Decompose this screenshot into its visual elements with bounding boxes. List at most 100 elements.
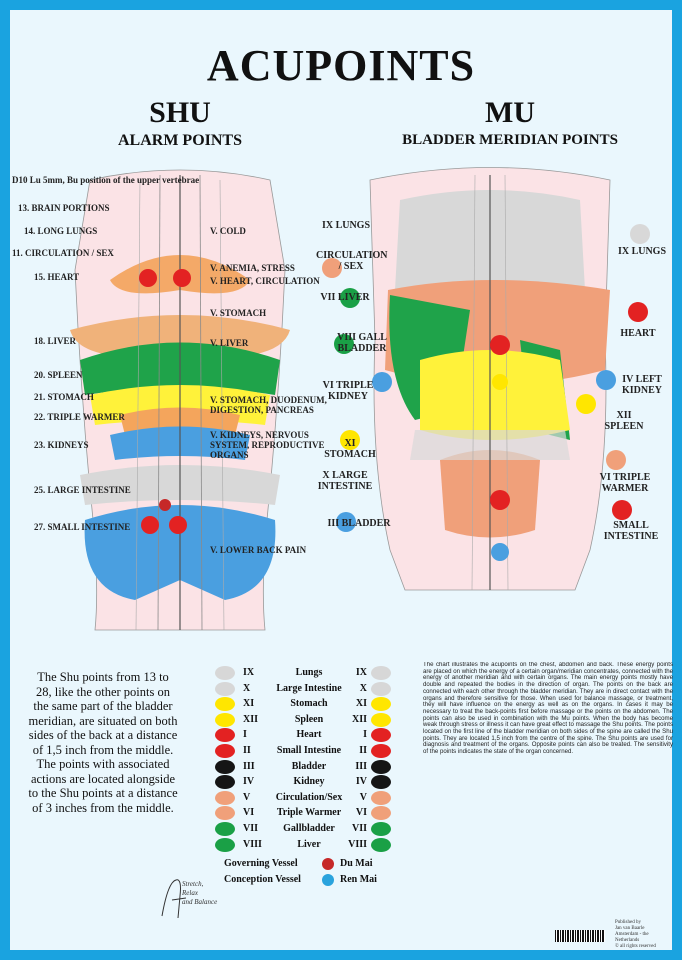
publisher-info: Published by Jan van Baarle Amsterdam - … <box>615 920 672 950</box>
legend-numeral: XI <box>243 698 255 710</box>
left-label-17: V. STOMACH, DUODENUM, DIGESTION, PANCREA… <box>210 395 327 415</box>
left-label-10: 25. LARGE INTESTINE <box>34 485 131 495</box>
shu-heading: SHU <box>149 96 211 129</box>
publisher-line: Amsterdam - the Netherlands <box>615 932 649 943</box>
legend-row: VI Triple Warmer VI <box>215 806 395 822</box>
left-label-8: 22. TRIPLE WARMER <box>34 412 125 422</box>
legend-swatch <box>371 728 391 743</box>
triple-warmer-dot <box>606 450 626 470</box>
legend-name: Gallbladder <box>283 822 335 834</box>
alarm-points-subheading: ALARM POINTS <box>117 132 242 149</box>
legend-numeral: I <box>243 729 247 741</box>
legend-swatch <box>215 681 235 696</box>
legend-swatch <box>215 790 235 805</box>
right-label-1: CIRCULATION / SEX <box>316 250 388 272</box>
right-label-0: IX LUNGS <box>321 220 371 231</box>
left-label-2: 14. LONG LUNGS <box>24 226 98 236</box>
legend-swatch <box>215 775 235 790</box>
legend-numeral: VI <box>355 807 367 819</box>
publisher-line: Jan van Baarle <box>615 926 645 931</box>
right-label-10: IV LEFT KIDNEY <box>621 374 662 396</box>
credit-line: Relax <box>182 889 198 897</box>
legend-numeral: III <box>243 760 255 772</box>
legend-name: Bladder <box>291 760 327 772</box>
legend-swatch <box>371 712 391 727</box>
bladder-meridian-subheading: BLADDER MERIDIAN POINTS <box>402 132 618 148</box>
legend-numeral: X <box>359 682 367 694</box>
legend-numeral: XI <box>355 698 367 710</box>
du-mai-label: Du Mai <box>340 858 373 869</box>
left-label-4: 15. HEART <box>34 272 80 282</box>
right-label-5: XI STOMACH <box>324 438 376 460</box>
credit-line: and Balance <box>182 898 218 906</box>
page-title: ACUPOINTS <box>206 41 476 90</box>
left-label-18: V. KIDNEYS, NERVOUS SYSTEM, REPRODUCTIVE… <box>210 430 325 460</box>
legend-numeral: IX <box>355 667 367 678</box>
left-kidney-dot <box>596 370 616 390</box>
legend-swatch <box>215 806 235 821</box>
right-label-7: III BLADDER <box>327 518 391 529</box>
conception-vessel-dot <box>322 874 334 886</box>
right-label-9: HEART <box>620 328 656 339</box>
legend-numeral: VIII <box>243 838 262 850</box>
right-label-6: X LARGE INTESTINE <box>317 470 373 492</box>
legend-numeral: XII <box>243 713 259 725</box>
left-label-7: 21. STOMACH <box>34 392 94 402</box>
spleen-dot <box>576 394 596 414</box>
legend-name: Lungs <box>295 667 323 678</box>
legend-numeral: III <box>355 760 367 772</box>
legend-row: III Bladder III <box>215 759 395 776</box>
legend-swatch <box>215 821 235 836</box>
credit-text: Stretch, Relax and Balance <box>182 880 217 907</box>
right-label-4: VI TRIPLE KIDNEY <box>322 380 374 402</box>
legend-numeral: IV <box>243 776 255 788</box>
gall-bladder-dot <box>334 334 354 354</box>
legend-name: Triple Warmer <box>276 807 342 819</box>
legend-name: Heart <box>296 729 322 741</box>
legend-numeral: IX <box>243 667 255 678</box>
legend-name: Liver <box>297 838 321 850</box>
left-label-6: 20. SPLEEN <box>34 370 83 380</box>
stomach-dot <box>340 430 360 450</box>
legend-row: IX Lungs IX <box>215 666 395 682</box>
legend-numeral: VIII <box>348 838 367 850</box>
left-label-19: V. LOWER BACK PAIN <box>210 545 307 555</box>
left-label-3: 11. CIRCULATION / SEX <box>12 248 114 258</box>
left-label-1: 13. BRAIN PORTIONS <box>18 203 110 213</box>
legend-numeral: II <box>359 744 367 756</box>
left-label-5: 18. LIVER <box>34 336 77 346</box>
governing-vessel-label: Governing Vessel <box>224 858 298 869</box>
legend-numeral: II <box>243 744 251 756</box>
legend-numeral: VI <box>243 807 255 819</box>
right-label-2: VII LIVER <box>320 292 370 303</box>
left-label-16: V. LIVER <box>210 338 249 348</box>
legend-numeral: X <box>243 682 251 694</box>
legend-swatch <box>371 666 391 680</box>
legend-name: Kidney <box>293 776 325 788</box>
left-label-15: V. STOMACH <box>210 308 267 318</box>
left-label-12: V. COLD <box>210 226 246 236</box>
legend-name: Large Intestine <box>276 682 342 694</box>
right-label-13: SMALL INTESTINE <box>603 520 659 542</box>
lungs-dot <box>630 224 650 244</box>
right-label-8: IX LUNGS <box>617 246 667 257</box>
legend-swatch <box>215 697 235 712</box>
legend-swatch <box>215 712 235 727</box>
legend-swatch <box>215 837 235 852</box>
liver-dot <box>340 288 360 308</box>
ren-mai-label: Ren Mai <box>340 874 377 885</box>
legend-swatch <box>371 790 391 805</box>
legend-swatch <box>215 743 235 758</box>
left-label-14: V. HEART, CIRCULATION <box>210 276 320 286</box>
intro-text: The Shu points from 13 to 28, like the o… <box>28 670 178 815</box>
legend-swatch <box>371 743 391 758</box>
left-label-9: 23. KIDNEYS <box>34 440 89 450</box>
legend-swatch <box>371 775 391 790</box>
legend-numeral: V <box>359 791 367 803</box>
legend-swatch <box>371 759 391 774</box>
